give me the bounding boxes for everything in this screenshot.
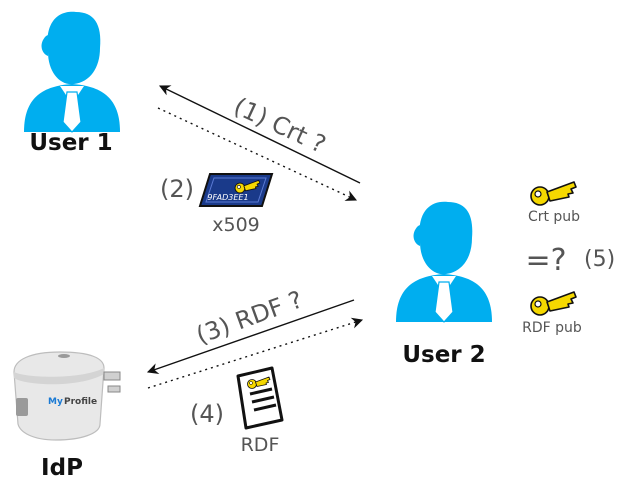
idp-brand-profile: Profile — [64, 397, 97, 407]
step4-label: (4) — [190, 400, 224, 428]
user1-icon — [23, 11, 121, 133]
rdf-document-icon — [236, 366, 284, 430]
idp-device-icon: My Profile — [13, 351, 121, 441]
step2-label: (2) — [160, 175, 194, 203]
user1-label: User 1 — [29, 130, 112, 156]
certificate-id: 9FAD3EE1 — [207, 193, 248, 202]
idp-brand-my: My — [48, 397, 63, 407]
step2-caption: x509 — [212, 214, 260, 236]
rdf-pub-key-icon — [530, 291, 577, 316]
user2-icon — [395, 201, 493, 323]
step1-label: (1) Crt ? — [229, 92, 330, 159]
comparison-symbol: =? — [525, 243, 566, 278]
idp-label: IdP — [41, 455, 83, 480]
rdf-pub-label: RDF pub — [522, 320, 582, 336]
send-x509-arrow — [157, 107, 358, 201]
step3-label: (3) RDF ? — [192, 285, 306, 349]
x509-certificate-icon: 9FAD3EE1 — [198, 173, 274, 207]
step4-caption: RDF — [241, 434, 280, 456]
user2-label: User 2 — [402, 342, 485, 368]
step5-label: (5) — [584, 247, 615, 272]
request-rdf-arrow — [146, 299, 355, 374]
send-rdf-arrow — [147, 317, 364, 389]
request-crt-arrow — [158, 85, 361, 184]
crt-pub-label: Crt pub — [528, 209, 580, 225]
crt-pub-key-icon — [530, 181, 577, 206]
